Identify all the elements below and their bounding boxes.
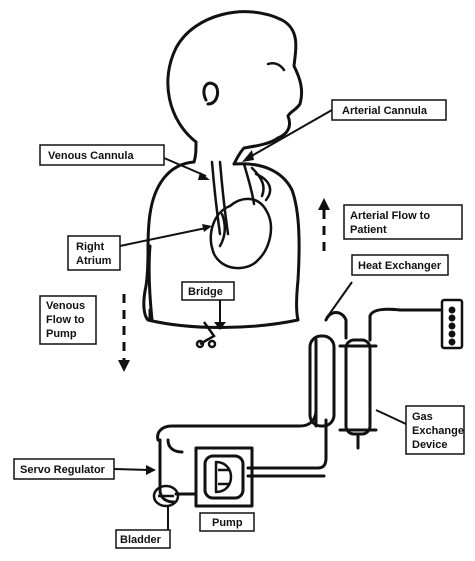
arterial-flow-label-2: Patient xyxy=(350,224,387,236)
arterial-flow-label-1: Arterial Flow to xyxy=(350,210,430,222)
gas-exchange-label-1: Gas xyxy=(412,411,433,423)
gas-exchange-label-2: Exchange xyxy=(412,425,464,437)
pump-label: Pump xyxy=(212,517,243,529)
bladder-label: Bladder xyxy=(120,534,162,546)
right-atrium-label-2: Atrium xyxy=(76,255,112,267)
bridge-label: Bridge xyxy=(188,286,223,298)
gas-exchange-label-3: Device xyxy=(412,439,447,451)
gas-blender xyxy=(442,300,462,348)
servo-regulator-label: Servo Regulator xyxy=(20,464,106,476)
venous-cannula-label: Venous Cannula xyxy=(48,150,134,162)
venous-flow-label-2: Flow to xyxy=(46,314,85,326)
venous-flow-label-1: Venous xyxy=(46,300,85,312)
arterial-cannula-label: Arterial Cannula xyxy=(342,105,428,117)
venous-flow-label-3: Pump xyxy=(46,328,77,340)
right-atrium-label-1: Right xyxy=(76,241,104,253)
heat-exchanger-label: Heat Exchanger xyxy=(358,260,442,272)
